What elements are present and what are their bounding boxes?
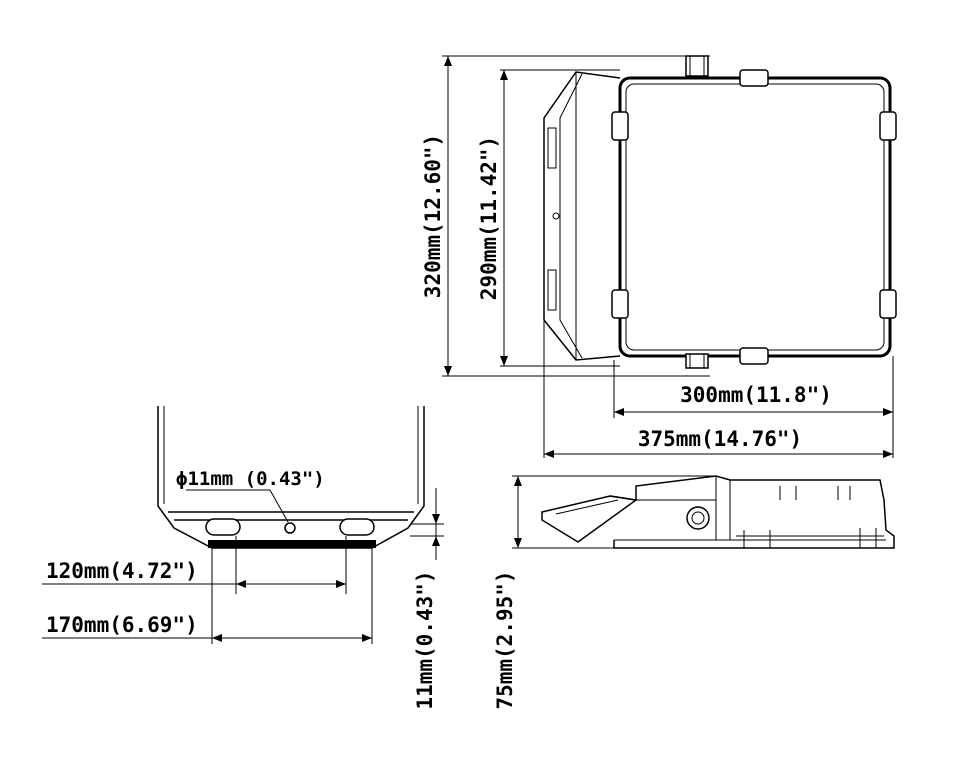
center-hole bbox=[284, 522, 296, 534]
clip-right-upper bbox=[879, 111, 897, 141]
label-spacing-120: 120mm(4.72") bbox=[46, 559, 198, 583]
pivot-knob bbox=[686, 506, 710, 530]
label-width-375: 375mm(14.76") bbox=[638, 427, 802, 451]
clip-bottom bbox=[739, 347, 769, 365]
label-hole-diameter: ϕ11mm (0.43") bbox=[176, 468, 325, 490]
clip-left-upper bbox=[611, 111, 629, 141]
dimension-spacing-170: 170mm(6.69") bbox=[42, 613, 372, 642]
label-spacing-170: 170mm(6.69") bbox=[46, 613, 198, 637]
mounting-bracket-side bbox=[543, 71, 621, 361]
dimension-depth-75: 75mm(2.95") bbox=[493, 475, 716, 710]
dimension-spacing-120: 120mm(4.72") bbox=[42, 559, 346, 588]
label-thickness-11: 11mm(0.43") bbox=[413, 570, 437, 709]
label-depth-75: 75mm(2.95") bbox=[493, 570, 517, 709]
bracket-view: ϕ11mm (0.43") 120mm(4.72") 170mm(6.69") bbox=[42, 406, 444, 710]
housing-inner-outline bbox=[625, 83, 885, 351]
label-height-320: 320mm(12.60") bbox=[421, 134, 445, 298]
bracket-base-plate bbox=[208, 540, 376, 548]
housing-outline bbox=[618, 76, 892, 358]
slot-left bbox=[205, 518, 241, 536]
dimension-width-300: 300mm(11.8") bbox=[614, 383, 893, 416]
front-view: 320mm(12.60") 290mm(11.42") 300mm(11.8")… bbox=[421, 55, 897, 458]
label-width-300: 300mm(11.8") bbox=[680, 383, 832, 407]
dimension-height-320: 320mm(12.60") bbox=[421, 56, 452, 376]
visor bbox=[541, 495, 638, 543]
dimension-height-290: 290mm(11.42") bbox=[477, 70, 508, 366]
label-height-290: 290mm(11.42") bbox=[477, 136, 501, 300]
pivot-bolt-top bbox=[685, 55, 709, 77]
slot-right bbox=[339, 518, 375, 536]
clip-left-lower bbox=[611, 289, 629, 319]
dimension-width-375: 375mm(14.76") bbox=[544, 427, 893, 458]
pivot-bolt-bottom bbox=[685, 353, 709, 369]
side-view: 75mm(2.95") bbox=[493, 475, 895, 710]
clip-right-lower bbox=[879, 289, 897, 319]
dimension-thickness-11: 11mm(0.43") bbox=[410, 488, 444, 710]
clip-top bbox=[739, 69, 769, 87]
